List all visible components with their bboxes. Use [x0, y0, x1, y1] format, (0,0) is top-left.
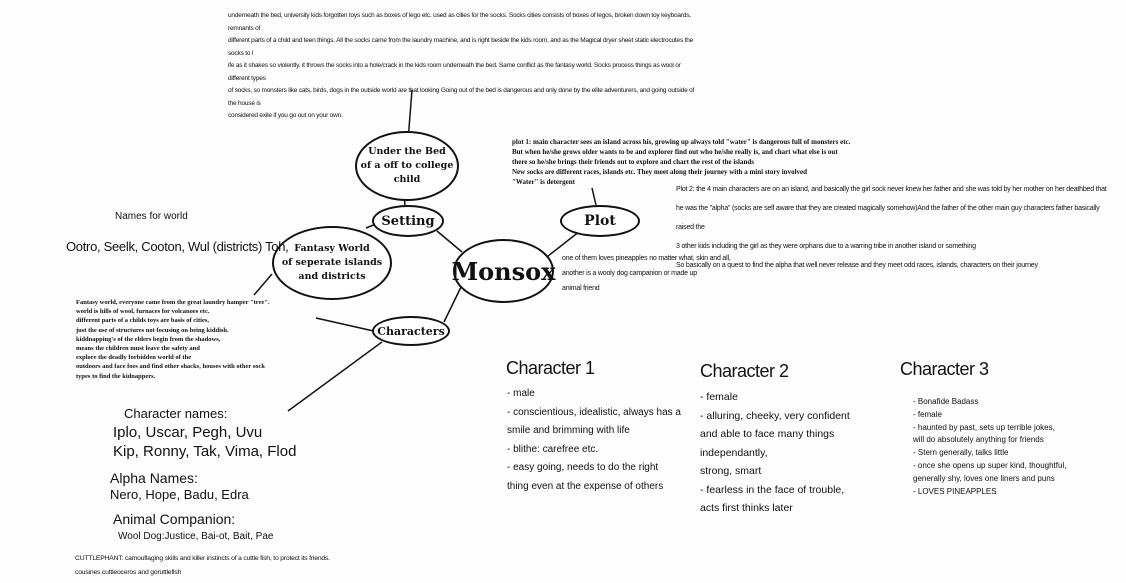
connector-plot-notes: [591, 187, 597, 206]
animal-companion-title: Animal Companion:: [113, 511, 236, 527]
connector-center-characters: [443, 284, 463, 323]
node-fantasy-world: Fantasy World of seperate islands and di…: [272, 226, 392, 300]
character-2-title: Character 2: [700, 361, 789, 381]
connector-characters-left: [315, 317, 379, 333]
connector-fantasy-left: [253, 273, 273, 296]
node-under-the-bed: Under the Bed of a off to college child: [355, 131, 459, 201]
node-plot: Plot: [560, 205, 640, 237]
node-characters: Characters: [372, 316, 450, 346]
names-for-world-title: Names for world: [115, 211, 188, 222]
character-1-title: Character 1: [506, 358, 595, 378]
connector-characters-down: [287, 341, 383, 412]
character-3-traits: - Bonafide Badass - female - haunted by …: [913, 397, 1067, 496]
alpha-names-line: Nero, Hope, Badu, Edra: [110, 487, 249, 502]
node-center-monsox: Monsox: [452, 239, 555, 303]
connector-center-plot: [542, 230, 581, 261]
alpha-names-title: Alpha Names:: [110, 470, 198, 486]
character-2-traits: - female - alluring, cheeky, very confid…: [700, 391, 850, 514]
animal-companion-line: Wool Dog:Justice, Bai-ot, Bait, Pae: [118, 531, 274, 542]
plot2-notes: Plot 2: the 4 main characters are on an …: [676, 186, 1107, 269]
fantasy-world-notes: Fantasy world, everyone came from the gr…: [76, 299, 270, 380]
setting-top-notes: underneath the bed, university kids forg…: [228, 12, 695, 119]
pineapple-notes: one of them loves pineapples no matter w…: [562, 255, 731, 292]
character-1-traits: - male - conscientious, idealistic, alwa…: [507, 388, 681, 492]
world-names: Ootro, Seelk, Cooton, Wul (districts) To…: [66, 239, 289, 254]
character-names-line2: Kip, Ronny, Tak, Vima, Flod: [113, 443, 297, 460]
node-setting: Setting: [372, 205, 444, 237]
plot1-notes: plot 1: main character sees an island ac…: [512, 138, 851, 186]
cuttlephant-notes: CUTTLEPHANT: camouflaging skills and kil…: [75, 555, 330, 576]
character-names-line1: Iplo, Uscar, Pegh, Uvu: [113, 424, 263, 441]
connector-center-setting: [436, 230, 463, 253]
character-3-title: Character 3: [900, 359, 989, 379]
character-names-title: Character names:: [124, 406, 228, 421]
